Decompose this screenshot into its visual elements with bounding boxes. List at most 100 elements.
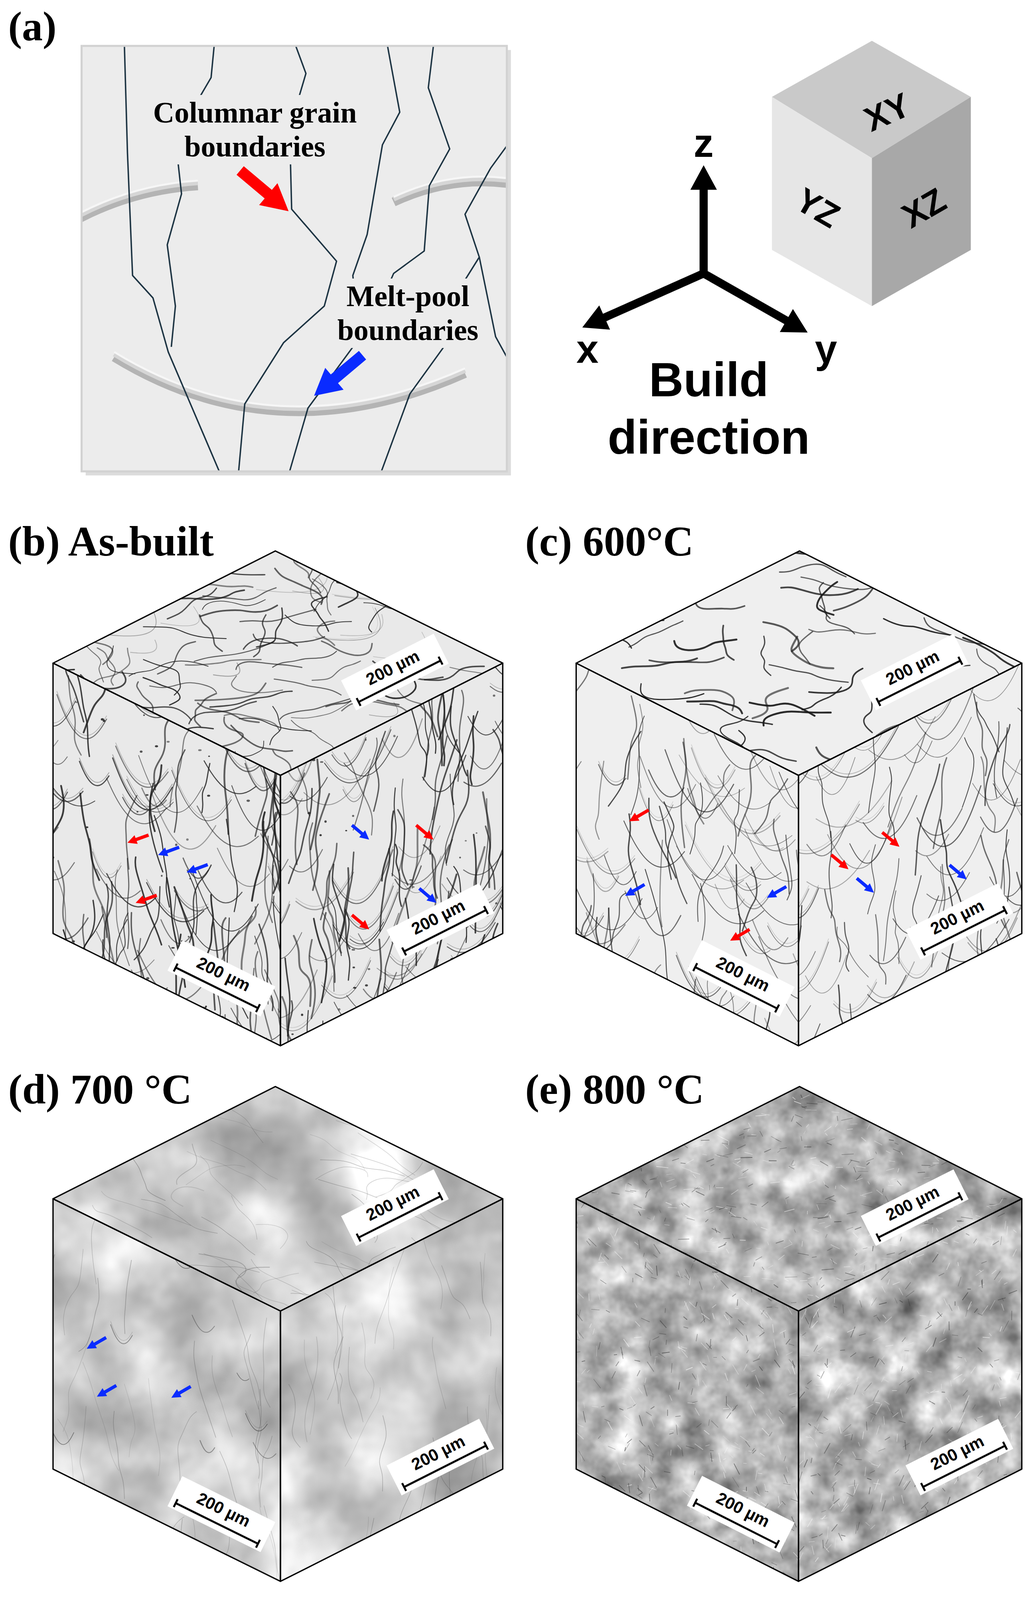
micrograph-feature — [841, 1003, 853, 1069]
micrograph-feature — [905, 1353, 907, 1360]
micrograph-feature — [737, 1318, 744, 1325]
micrograph-feature — [826, 1357, 828, 1365]
micrograph-feature — [699, 1360, 707, 1370]
micrograph-feature — [956, 1219, 962, 1221]
micrograph-feature — [836, 926, 869, 977]
micrograph-feature — [731, 1189, 739, 1194]
label-holder: (b) As-built — [7, 516, 214, 566]
micrograph-feature — [630, 1189, 639, 1190]
micrograph-feature — [797, 1252, 810, 1255]
micrograph-feature — [625, 1432, 628, 1437]
micrograph-feature — [648, 1444, 654, 1455]
micrograph-feature — [246, 799, 251, 802]
micrograph-feature — [942, 1241, 948, 1243]
micrograph-feature — [953, 1240, 959, 1243]
micrograph-feature — [475, 832, 478, 834]
micrograph-feature — [868, 1486, 871, 1494]
micrograph-feature — [807, 1276, 814, 1279]
micrograph-feature — [932, 1226, 934, 1233]
micrograph-cube — [493, 525, 1032, 1090]
micrograph-feature — [257, 858, 289, 880]
micrograph-feature — [917, 1370, 920, 1374]
micrograph-feature — [871, 1296, 877, 1305]
micrograph-feature — [875, 1402, 882, 1414]
micrograph-feature — [907, 1453, 910, 1461]
micrograph-feature — [843, 1277, 855, 1281]
micrograph-feature — [75, 700, 78, 703]
micrograph-feature — [684, 689, 735, 711]
micrograph-feature — [866, 1158, 875, 1162]
micrograph-feature — [712, 1304, 717, 1308]
micrograph-feature — [586, 1240, 590, 1245]
micrograph-feature — [881, 1257, 893, 1259]
micrograph-feature — [779, 564, 847, 577]
micrograph-feature — [731, 1215, 742, 1218]
micrograph-feature — [815, 1294, 819, 1298]
micrograph-feature — [763, 711, 831, 726]
micrograph-feature — [732, 1336, 737, 1341]
marker-arrow — [416, 884, 440, 906]
micrograph-feature — [682, 1166, 692, 1171]
micrograph-feature — [580, 1452, 583, 1462]
micrograph-feature — [891, 1410, 894, 1414]
micrograph-feature — [692, 874, 764, 924]
micrograph-feature — [820, 1160, 829, 1166]
micrograph-feature — [862, 1392, 865, 1395]
micrograph-feature — [309, 1134, 365, 1170]
micrograph-feature — [816, 1202, 827, 1204]
micrograph-feature — [812, 1308, 819, 1318]
micrograph-feature — [171, 946, 175, 949]
micrograph-feature — [876, 1424, 880, 1435]
micrograph-feature — [693, 1144, 703, 1147]
micrograph-feature — [621, 1387, 628, 1390]
micrograph-feature — [219, 1014, 226, 1090]
micrograph-feature — [774, 1306, 778, 1308]
micrograph-feature — [867, 961, 915, 998]
micrograph-feature — [882, 1285, 886, 1292]
micrograph-feature — [681, 1349, 688, 1357]
micrograph-feature — [663, 1470, 671, 1473]
micrograph-feature — [894, 1142, 899, 1145]
micrograph-feature — [898, 1474, 904, 1486]
micrograph-feature — [816, 780, 892, 827]
micrograph-feature — [322, 1020, 327, 1093]
micrograph-feature — [853, 1483, 859, 1495]
micrograph-feature — [829, 1214, 831, 1218]
micrograph-feature — [754, 1491, 761, 1496]
micrograph-feature — [621, 658, 698, 669]
micrograph-feature — [243, 637, 298, 650]
micrograph-feature — [230, 725, 293, 752]
micrograph-feature — [880, 1270, 889, 1280]
micrograph-feature — [709, 1184, 711, 1190]
micrograph-feature — [765, 1490, 769, 1492]
micrograph-feature — [741, 1168, 745, 1171]
micrograph-feature — [588, 1237, 597, 1246]
micrograph-feature — [764, 1018, 802, 1047]
micrograph-feature — [699, 1305, 703, 1313]
micrograph-feature — [638, 1473, 643, 1481]
micrograph-feature — [217, 847, 270, 886]
micrograph-feature — [680, 1162, 686, 1163]
micrograph-feature — [718, 1243, 727, 1248]
micrograph-feature — [124, 1383, 136, 1457]
micrograph-feature — [672, 1158, 679, 1161]
micrograph-feature — [993, 749, 1032, 803]
micrograph-feature — [862, 1191, 873, 1195]
micrograph-feature — [802, 1271, 811, 1275]
micrograph-feature — [827, 796, 903, 869]
micrograph-feature — [732, 1292, 737, 1296]
micrograph-feature — [395, 844, 402, 906]
micrograph-feature — [795, 734, 852, 777]
micrograph-feature — [280, 697, 354, 719]
micrograph-feature — [676, 1424, 678, 1435]
micrograph-feature — [300, 558, 321, 593]
micrograph-feature — [757, 1472, 762, 1474]
micrograph-feature — [736, 1327, 744, 1335]
micrograph-feature — [919, 1314, 926, 1316]
micrograph-feature — [971, 1208, 973, 1215]
micrograph-feature — [820, 1284, 825, 1287]
micrograph-feature — [887, 1184, 894, 1186]
micrograph-feature — [1014, 1410, 1021, 1418]
micrograph-feature — [627, 1182, 632, 1185]
micrograph-feature — [854, 1252, 858, 1255]
